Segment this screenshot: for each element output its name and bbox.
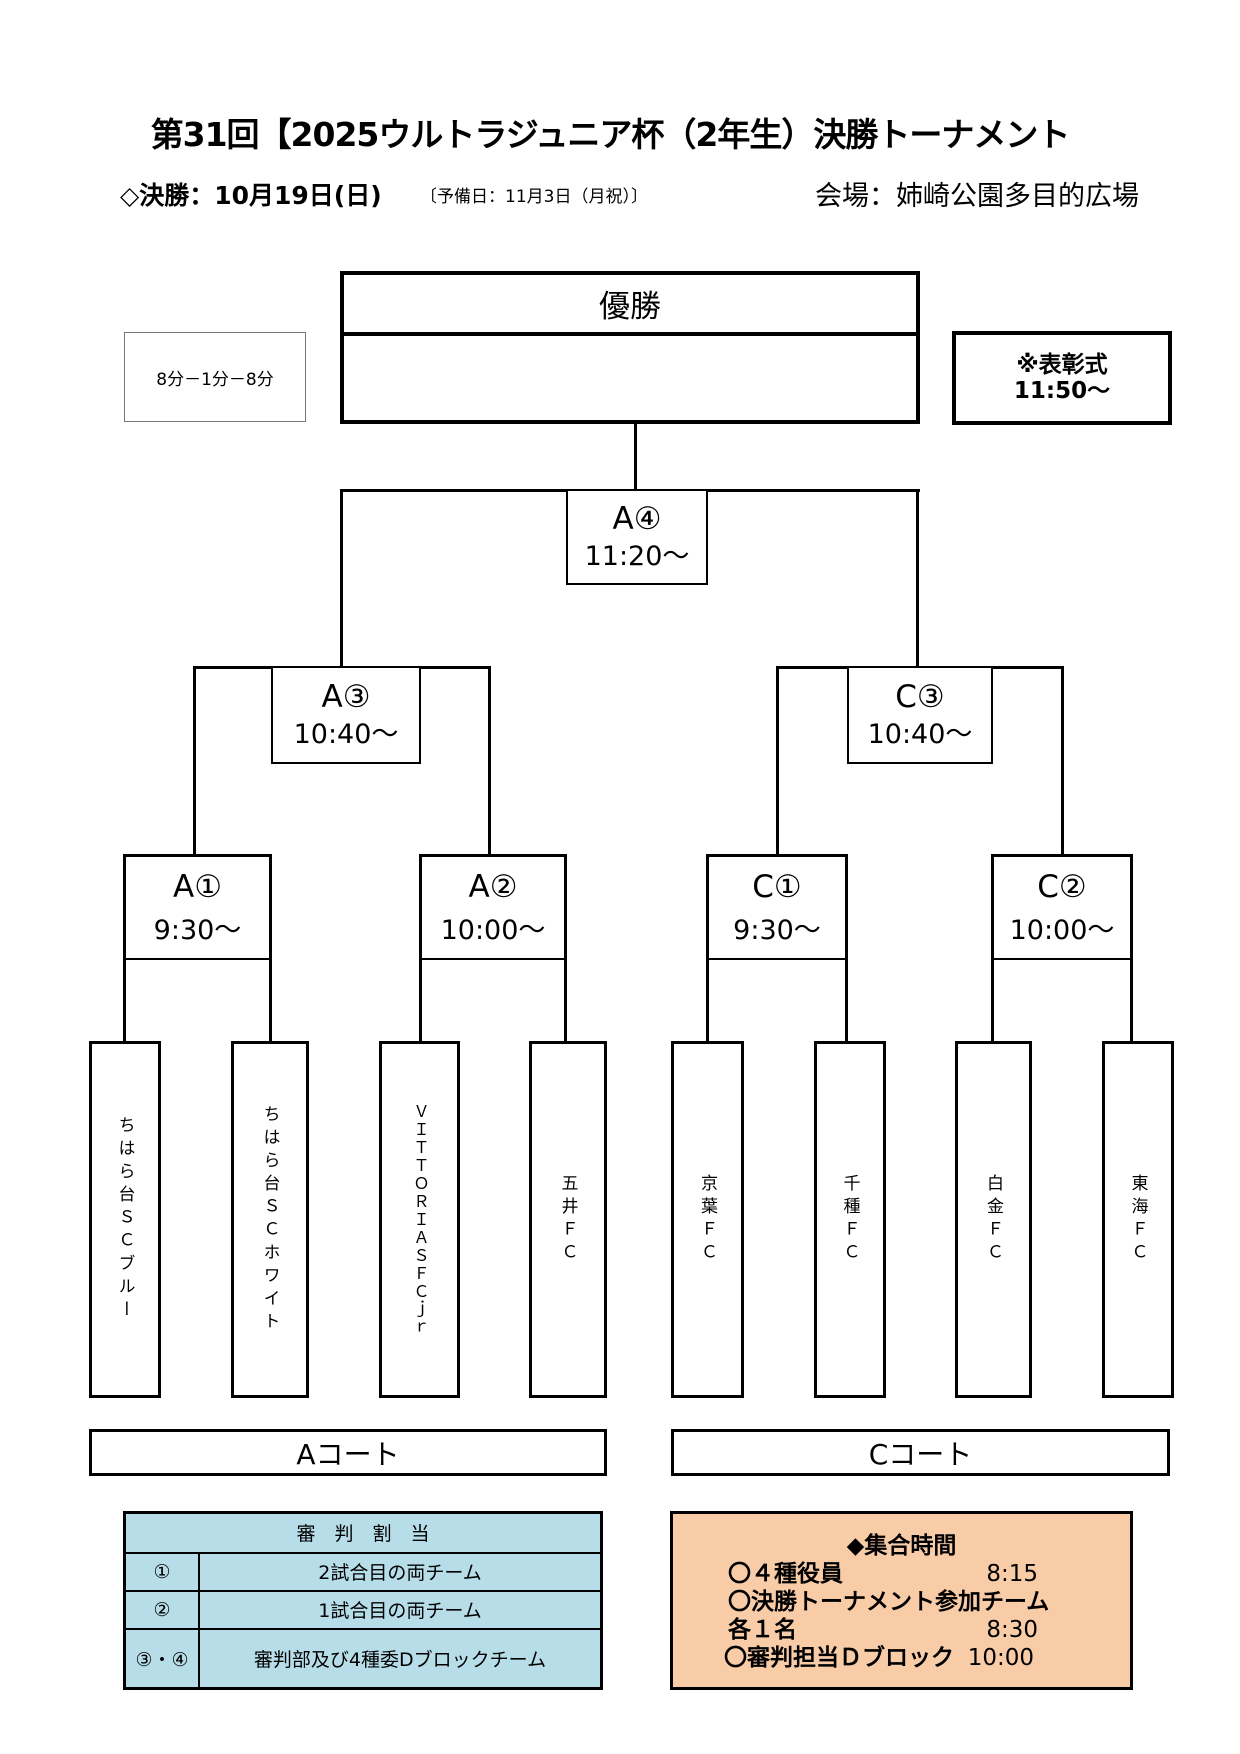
referee-table-title: 審 判 割 当 <box>123 1511 603 1554</box>
match-a2-header: A② 10:00～ <box>422 857 564 960</box>
assembly-item: 〇審判担当Ｄブロック 10:00 <box>724 1644 1034 1672</box>
assembly-item-time: 8:30 <box>986 1617 1038 1643</box>
referee-table: 審 判 割 当 ① 2試合目の両チーム ② 1試合目の両チーム ③・④ 審判部及… <box>123 1511 603 1690</box>
referee-match: ③・④ <box>123 1627 200 1690</box>
bracket-line <box>916 489 919 669</box>
match-a1-label: A① <box>173 868 222 905</box>
reserve-date: 〔予備日：11月3日（月祝）〕 <box>420 187 648 207</box>
champion-value <box>344 336 916 424</box>
assembly-item-label: 〇審判担当Ｄブロック <box>724 1645 954 1671</box>
match-c2-label: C② <box>1037 868 1087 905</box>
bracket-line <box>193 666 196 856</box>
team-name: 五井ＦＣ <box>557 1173 578 1266</box>
bracket-line <box>488 666 491 856</box>
match-format-box: 8分－1分－8分 <box>124 332 306 422</box>
match-c2-header: C② 10:00～ <box>994 857 1130 960</box>
bracket-line <box>776 666 779 856</box>
match-c2: C② 10:00～ <box>991 854 1133 1042</box>
team-name: ちはら台ＳＣホワイト <box>259 1104 280 1335</box>
team-box: 京葉ＦＣ <box>671 1041 744 1398</box>
bracket-line <box>340 489 343 669</box>
match-a4: A④ 11:20～ <box>566 491 708 585</box>
team-box: 五井ＦＣ <box>529 1041 607 1398</box>
page-title: 第31回【2025ウルトラジュニア杯（2年生）決勝トーナメント <box>150 115 1071 154</box>
court-a-label: Aコート <box>296 1437 400 1471</box>
referee-assignment: 2試合目の両チーム <box>198 1551 603 1592</box>
match-a3-label: A③ <box>321 679 371 716</box>
match-a2: A② 10:00～ <box>419 854 567 1042</box>
table-row: ③・④ 審判部及び4種委Dブロックチーム <box>123 1627 603 1690</box>
match-a4-time: 11:20～ <box>584 541 690 573</box>
ceremony-label: ※表彰式 <box>1016 351 1108 378</box>
match-c3-label: C③ <box>895 679 945 716</box>
court-c: Cコート <box>671 1429 1170 1476</box>
champion-box: 優勝 <box>340 271 920 424</box>
team-name: ＶＩＴＴＯＲＩＡＳＦＣｊｒ <box>410 1102 430 1337</box>
ceremony-box: ※表彰式 11:50～ <box>952 331 1172 425</box>
match-a3: A③ 10:40～ <box>271 668 421 764</box>
table-row: ① 2試合目の両チーム <box>123 1551 603 1592</box>
team-box: ＶＩＴＴＯＲＩＡＳＦＣｊｒ <box>379 1041 460 1398</box>
bracket-line <box>193 666 491 669</box>
referee-match: ② <box>123 1589 200 1630</box>
match-c1-header: C① 9:30～ <box>709 857 845 960</box>
court-c-label: Cコート <box>868 1437 973 1471</box>
match-c3-time: 10:40～ <box>867 719 973 751</box>
champion-label: 優勝 <box>344 275 916 336</box>
bracket-line <box>340 489 920 492</box>
match-a3-time: 10:40～ <box>293 719 399 751</box>
bracket-line <box>634 424 637 492</box>
match-c2-time: 10:00～ <box>1009 914 1115 946</box>
team-box: ちはら台ＳＣホワイト <box>231 1041 309 1398</box>
match-c1: C① 9:30～ <box>706 854 848 1042</box>
assembly-item: 〇決勝トーナメント参加チーム <box>728 1588 1058 1616</box>
team-box: 白金ＦＣ <box>955 1041 1032 1398</box>
match-format: 8分－1分－8分 <box>156 369 274 390</box>
match-c1-label: C① <box>752 868 802 905</box>
final-date: ◇決勝：10月19日(日) <box>120 181 382 210</box>
match-a1-time: 9:30～ <box>153 914 242 946</box>
assembly-item-label: 各１名 <box>728 1617 797 1643</box>
team-name: 白金ＦＣ <box>983 1173 1003 1266</box>
match-c1-time: 9:30～ <box>733 914 821 946</box>
match-a4-label: A④ <box>612 501 662 538</box>
bracket-line <box>1061 666 1064 856</box>
team-box: 千種ＦＣ <box>814 1041 886 1398</box>
ceremony-time: 11:50～ <box>1013 378 1111 404</box>
assembly-box: ◆集合時間 〇４種役員 8:15 〇決勝トーナメント参加チーム 各１名 8:30… <box>670 1511 1133 1690</box>
referee-match: ① <box>123 1551 200 1592</box>
assembly-title: ◆集合時間 <box>846 1533 957 1559</box>
bracket-line <box>776 666 1064 669</box>
team-name: ちはら台ＳＣブルー <box>114 1116 135 1323</box>
venue: 会場：姉崎公園多目的広場 <box>815 181 1139 212</box>
table-row: ② 1試合目の両チーム <box>123 1589 603 1630</box>
assembly-item-label: 〇決勝トーナメント参加チーム <box>728 1589 1050 1615</box>
match-a2-time: 10:00～ <box>440 914 546 946</box>
assembly-item-time: 8:15 <box>986 1561 1038 1587</box>
referee-assignment: 審判部及び4種委Dブロックチーム <box>198 1627 603 1690</box>
match-a2-label: A② <box>468 868 518 905</box>
champion-label-text: 優勝 <box>599 289 661 325</box>
match-c3: C③ 10:40～ <box>847 668 993 764</box>
match-a1: A① 9:30～ <box>123 854 272 1042</box>
referee-assignment: 1試合目の両チーム <box>198 1589 603 1630</box>
team-name: 京葉ＦＣ <box>697 1173 717 1266</box>
assembly-item: 各１名 8:30 <box>728 1616 1038 1644</box>
court-a: Aコート <box>89 1429 607 1476</box>
assembly-item: 〇４種役員 8:15 <box>728 1560 1038 1588</box>
match-a1-header: A① 9:30～ <box>126 857 269 960</box>
team-name: 東海ＦＣ <box>1127 1173 1148 1266</box>
team-name: 千種ＦＣ <box>839 1173 860 1266</box>
team-box: 東海ＦＣ <box>1102 1041 1174 1398</box>
team-box: ちはら台ＳＣブルー <box>89 1041 161 1398</box>
assembly-item-time: 10:00 <box>967 1645 1034 1671</box>
assembly-item-label: 〇４種役員 <box>728 1561 843 1587</box>
